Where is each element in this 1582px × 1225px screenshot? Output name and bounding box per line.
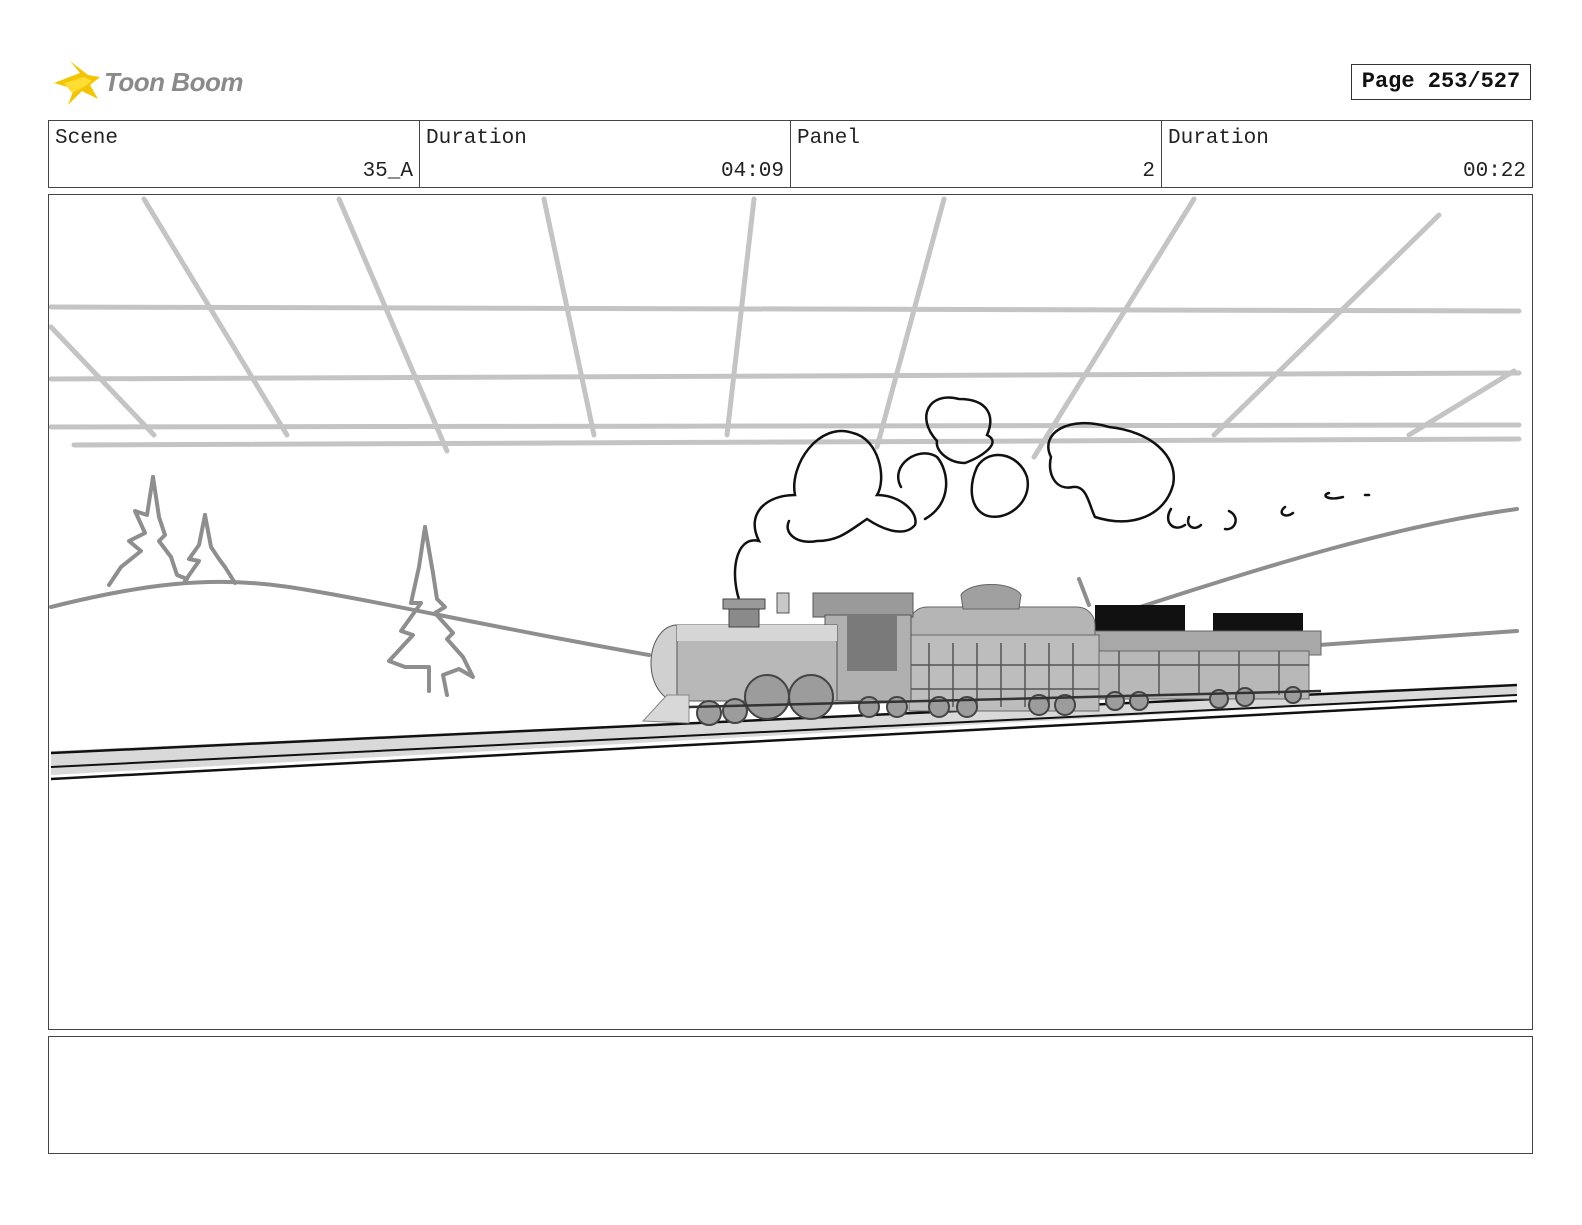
panel-value: 2 [1142,160,1155,183]
notes-box [48,1036,1533,1154]
panel-duration-label: Duration [1168,127,1269,150]
steam-clouds [733,396,1371,607]
panel-label: Panel [797,127,861,150]
hills [49,507,1519,657]
steam-locomotive [641,584,1322,726]
info-row: Scene 35_A Duration 04:09 Panel 2 Durati… [48,120,1533,188]
starburst-icon [54,61,100,105]
scene-duration-cell: Duration 04:09 [420,121,791,187]
toon-boom-logo: Toon Boom [50,55,250,111]
scene-cell: Scene 35_A [49,121,420,187]
panel-cell: Panel 2 [791,121,1162,187]
storyboard-drawing [49,196,1522,781]
panel-duration-value: 00:22 [1462,160,1526,183]
pine-trees [107,475,1091,697]
panel-duration-cell: Duration 00:22 [1162,121,1532,187]
ceiling-grid [49,196,1522,460]
page-number: Page 253/527 [1351,64,1531,100]
scene-label: Scene [55,127,119,150]
logo-text: Toon Boom [104,67,243,97]
storyboard-panel [48,194,1533,1030]
scene-value: 35_A [362,160,413,183]
scene-duration-value: 04:09 [720,160,784,183]
scene-duration-label: Duration [426,127,527,150]
